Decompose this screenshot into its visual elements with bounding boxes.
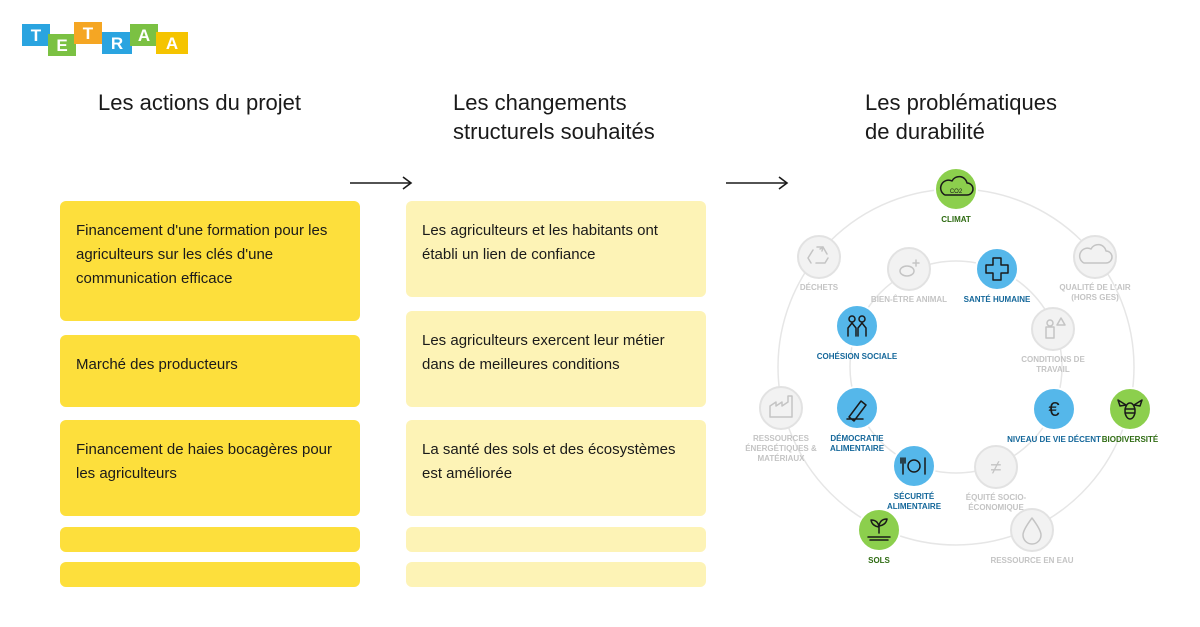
- logo-letter: A: [156, 32, 188, 54]
- food-icon: [900, 457, 926, 475]
- sprout-icon: [867, 518, 891, 541]
- wheel-node-sols: SOLS: [857, 508, 901, 565]
- logo-letter: T: [74, 22, 102, 44]
- action-card: Marché des producteurs: [60, 335, 360, 407]
- node-label: QUALITÉ DE L'AIR(HORS GES): [1059, 283, 1130, 302]
- svg-text:€: €: [1048, 399, 1059, 421]
- change-card: La santé des sols et des écosystèmes est…: [406, 420, 706, 516]
- animal-icon: [899, 259, 920, 277]
- node-label: SOLS: [868, 556, 890, 565]
- euro-icon: €: [1048, 399, 1059, 421]
- action-text: Financement d'une formation pour les agr…: [76, 222, 328, 287]
- water-drop-icon: [1022, 517, 1042, 545]
- node-label: BIODIVERSITÉ: [1102, 435, 1159, 444]
- node-label: DÉCHETS: [800, 283, 839, 292]
- wheel-node-sante: SANTÉ HUMAINE: [964, 247, 1031, 304]
- node-label: SANTÉ HUMAINE: [964, 295, 1031, 304]
- wheel-node-bien-etre: BIEN-ÊTRE ANIMAL: [871, 247, 947, 304]
- svg-text:≠: ≠: [991, 457, 1002, 479]
- not-equal-icon: ≠: [991, 457, 1002, 479]
- node-label: NIVEAU DE VIE DÉCENT: [1007, 435, 1101, 444]
- svg-text:R: R: [111, 34, 123, 53]
- svg-text:E: E: [56, 36, 67, 55]
- logo-letter: T: [22, 24, 50, 46]
- column-title-actions: Les actions du projet: [98, 90, 302, 115]
- action-text: Marché des producteurs: [76, 356, 238, 373]
- wheel-node-equite: ≠ ÉQUITÉ SOCIO-ÉCONOMIQUE: [966, 445, 1027, 512]
- arrow-right-icon: [350, 176, 413, 190]
- svg-text:T: T: [31, 26, 42, 45]
- change-card: Les agriculteurs exercent leur métier da…: [406, 311, 706, 407]
- node-circle: [975, 247, 1019, 291]
- svg-text:A: A: [166, 34, 178, 53]
- empty-action-card: [60, 562, 360, 587]
- svg-text:T: T: [83, 24, 94, 43]
- node-label: BIEN-ÊTRE ANIMAL: [871, 295, 947, 304]
- node-circle: [1031, 307, 1075, 351]
- svg-text:A: A: [138, 26, 150, 45]
- wheel-node-dechets: DÉCHETS: [797, 235, 841, 292]
- worker-icon: [1045, 317, 1066, 339]
- action-text: Financement de haies bocagères pour les …: [76, 441, 332, 482]
- logo-letter: R: [102, 32, 132, 54]
- cloud-icon: [1078, 243, 1113, 264]
- node-circle: [892, 444, 936, 488]
- node-circle: [1010, 508, 1054, 552]
- logo-letter: A: [130, 24, 158, 46]
- node-circle: [797, 235, 841, 279]
- node-circle: [1032, 387, 1076, 431]
- logo-letter: E: [48, 34, 76, 56]
- co2-cloud-icon: CO2: [939, 175, 974, 196]
- inner-ring: [849, 260, 1063, 474]
- node-circle: [759, 386, 803, 430]
- change-text: La santé des sols et des écosystèmes est…: [422, 441, 676, 482]
- factory-icon: [769, 395, 793, 418]
- recycle-icon: [807, 246, 829, 264]
- action-card: Financement d'une formation pour les agr…: [60, 201, 360, 321]
- vote-icon: [846, 400, 867, 422]
- node-label: RESSOURCE EN EAU: [990, 556, 1073, 565]
- wheel-node-biodiversite: BIODIVERSITÉ: [1102, 387, 1159, 444]
- node-circle: [1073, 235, 1117, 279]
- node-label: ÉQUITÉ SOCIO-ÉCONOMIQUE: [966, 493, 1027, 512]
- people-icon: [847, 315, 867, 337]
- node-label: COHÉSION SOCIALE: [817, 352, 898, 361]
- node-circle: [974, 445, 1018, 489]
- action-card: Financement de haies bocagères pour les …: [60, 420, 360, 516]
- empty-action-card: [60, 527, 360, 552]
- empty-change-card: [406, 527, 706, 552]
- node-circle: [887, 247, 931, 291]
- change-text: Les agriculteurs exercent leur métier da…: [422, 332, 665, 373]
- change-text: Les agriculteurs et les habitants ont ét…: [422, 222, 658, 263]
- bee-icon: [1117, 399, 1143, 420]
- arrow-right-icon: [726, 176, 789, 190]
- empty-change-card: [406, 562, 706, 587]
- wheel-node-niveau-vie: € NIVEAU DE VIE DÉCENT: [1007, 387, 1101, 444]
- wheel-node-eau: RESSOURCE EN EAU: [990, 508, 1074, 565]
- node-circle: [835, 386, 879, 430]
- svg-text:CO2: CO2: [950, 189, 963, 195]
- node-label: CLIMAT: [941, 215, 971, 224]
- change-card: Les agriculteurs et les habitants ont ét…: [406, 201, 706, 297]
- wheel-node-qualite-air: QUALITÉ DE L'AIR(HORS GES): [1059, 235, 1131, 302]
- health-cross-icon: [985, 257, 1009, 281]
- node-circle: [835, 304, 879, 348]
- wheel-node-cohesion: COHÉSION SOCIALE: [817, 304, 898, 361]
- node-circle: [934, 167, 978, 211]
